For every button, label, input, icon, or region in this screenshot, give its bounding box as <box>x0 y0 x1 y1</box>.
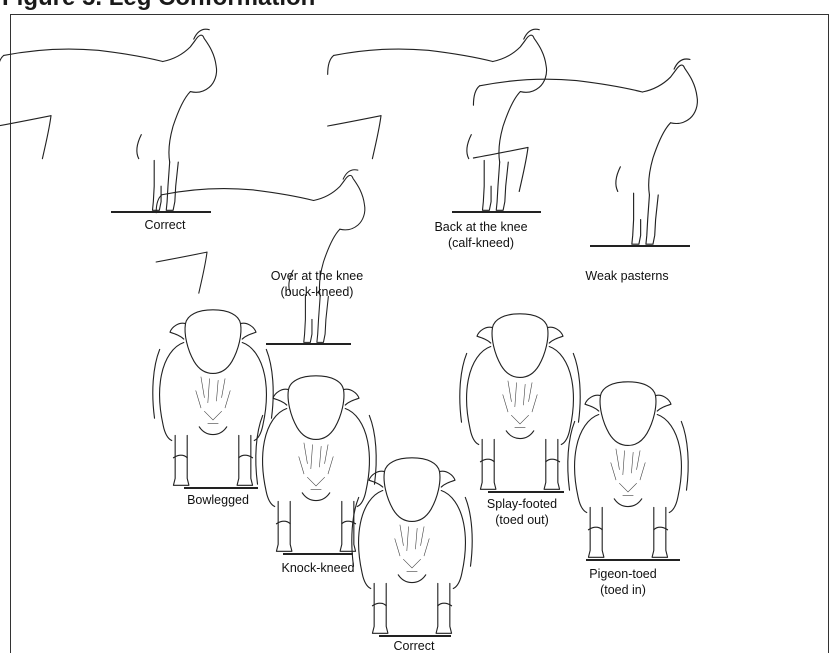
label-line: (toed out) <box>487 512 557 528</box>
front-calf-pigeon-toed <box>568 382 688 560</box>
front-calf-bowlegged <box>153 310 273 488</box>
side-calf-weak-pasterns <box>473 59 697 246</box>
label-line: Knock-kneed <box>282 560 355 576</box>
front-calf-knock-kneed <box>256 376 376 554</box>
label-correct-side: Correct <box>145 217 186 233</box>
side-calf-over-knee <box>156 170 365 344</box>
label-line: Splay-footed <box>487 496 557 512</box>
label-line: Correct <box>394 638 435 654</box>
label-line: Correct <box>145 217 186 233</box>
label-line: Over at the knee <box>271 268 363 284</box>
side-calf-correct <box>0 29 217 212</box>
label-correct-front: Correct <box>394 638 435 654</box>
label-bowlegged: Bowlegged <box>187 492 249 508</box>
label-line: Weak pasterns <box>585 268 668 284</box>
label-line: (toed in) <box>589 582 656 598</box>
label-knock-kneed: Knock-kneed <box>282 560 355 576</box>
label-pigeon-toed: Pigeon-toed (toed in) <box>589 566 656 598</box>
front-calf-splay-footed <box>460 314 580 492</box>
label-splay-footed: Splay-footed (toed out) <box>487 496 557 528</box>
label-line: Bowlegged <box>187 492 249 508</box>
side-calf-back-knee <box>328 29 547 212</box>
label-back-at-the-knee: Back at the knee (calf-kneed) <box>434 219 527 251</box>
front-calf-correct <box>352 458 472 636</box>
label-over-at-the-knee: Over at the knee (buck-kneed) <box>271 268 363 300</box>
label-line: Back at the knee <box>434 219 527 235</box>
label-line: (buck-kneed) <box>271 284 363 300</box>
label-line: (calf-kneed) <box>434 235 527 251</box>
label-line: Pigeon-toed <box>589 566 656 582</box>
label-weak-pasterns: Weak pasterns <box>585 268 668 284</box>
